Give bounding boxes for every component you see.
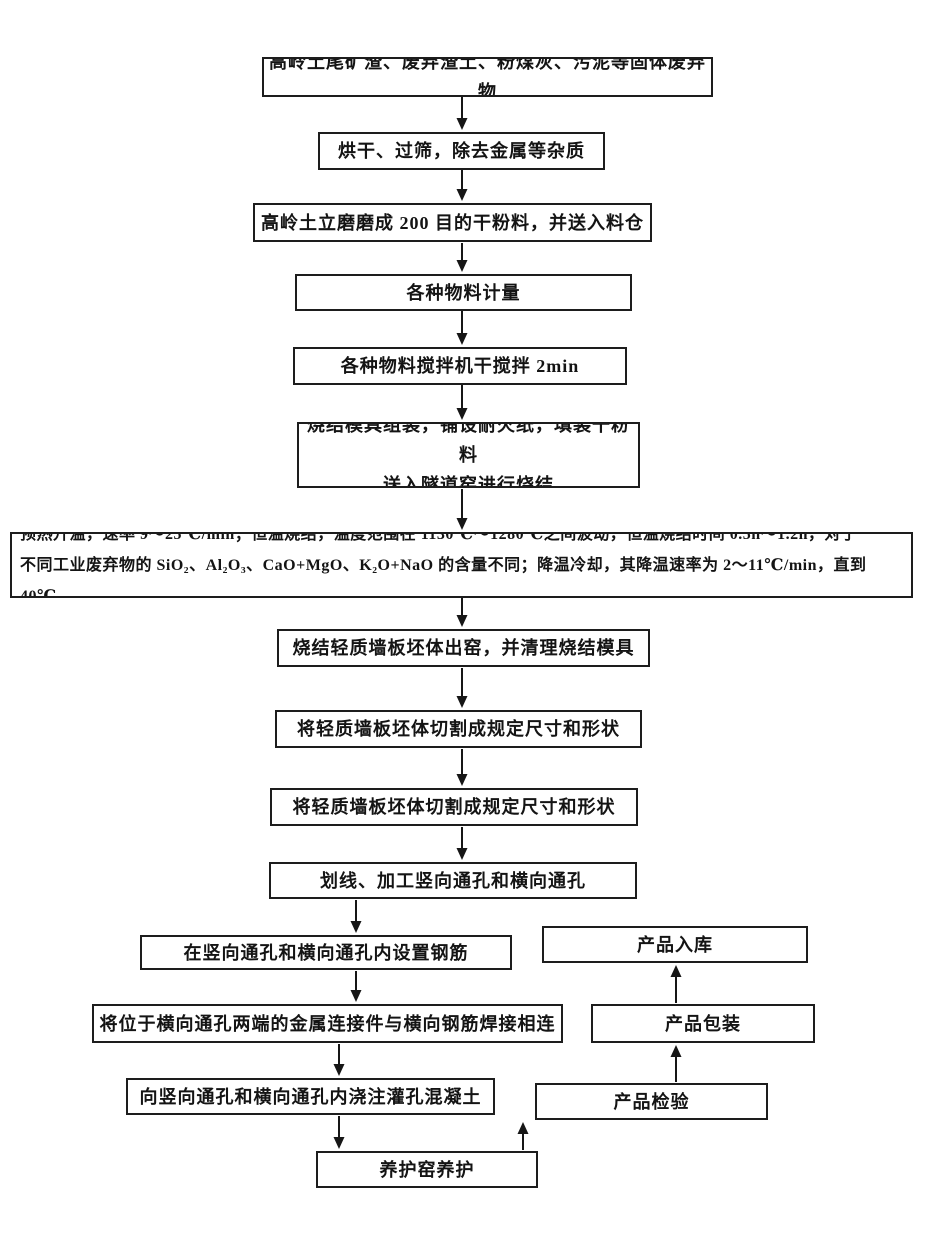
flow-arrow <box>333 1044 345 1076</box>
flow-arrow <box>670 1045 682 1082</box>
node-cutting-1: 将轻质墙板坯体切割成规定尺寸和形状 <box>275 710 642 748</box>
flow-arrow <box>456 385 468 420</box>
node-connector-welding: 将位于横向通孔两端的金属连接件与横向钢筋焊接相连 <box>92 1004 563 1043</box>
node-product-warehousing: 产品入库 <box>542 926 808 963</box>
node-grinding: 高岭土立磨磨成 200 目的干粉料，并送入料仓 <box>253 203 652 242</box>
flow-arrow <box>456 170 468 201</box>
node-rebar-placement: 在竖向通孔和横向通孔内设置钢筋 <box>140 935 512 970</box>
node-sintering-params: 预热升温，速率 9～25℃/min；恒温烧结，温度范围在 1130℃～1280℃… <box>10 532 913 598</box>
flow-arrow <box>456 827 468 860</box>
node-curing-kiln: 养护窑养护 <box>316 1151 538 1188</box>
flow-arrow <box>333 1116 345 1149</box>
node-concrete-grouting: 向竖向通孔和横向通孔内浇注灌孔混凝土 <box>126 1078 495 1115</box>
flow-arrow <box>456 749 468 786</box>
flow-arrow <box>670 965 682 1003</box>
node-scribing-drilling: 划线、加工竖向通孔和横向通孔 <box>269 862 637 899</box>
node-metering: 各种物料计量 <box>295 274 632 311</box>
node-mold-filling: 烧结模具组装，铺设耐火纸，填装干粉料 送入隧道窑进行烧结 <box>297 422 640 488</box>
flow-arrow <box>456 598 468 627</box>
flow-arrow <box>456 311 468 345</box>
flow-arrow <box>350 971 362 1002</box>
node-drying-sieving: 烘干、过筛，除去金属等杂质 <box>318 132 605 170</box>
node-dry-mixing: 各种物料搅拌机干搅拌 2min <box>293 347 627 385</box>
node-cutting-2: 将轻质墙板坯体切割成规定尺寸和形状 <box>270 788 638 826</box>
flow-arrow <box>456 243 468 272</box>
flow-arrow <box>456 668 468 708</box>
flow-arrow <box>456 489 468 530</box>
node-product-inspection: 产品检验 <box>535 1083 768 1120</box>
flow-arrow <box>350 900 362 933</box>
flow-arrow <box>517 1122 529 1150</box>
flow-arrow <box>456 97 468 130</box>
node-kiln-exit: 烧结轻质墙板坯体出窑，并清理烧结模具 <box>277 629 650 667</box>
node-product-packaging: 产品包装 <box>591 1004 815 1043</box>
node-raw-materials: 高岭土尾矿渣、废弃渣土、粉煤灰、污泥等固体废弃物 <box>262 57 713 97</box>
